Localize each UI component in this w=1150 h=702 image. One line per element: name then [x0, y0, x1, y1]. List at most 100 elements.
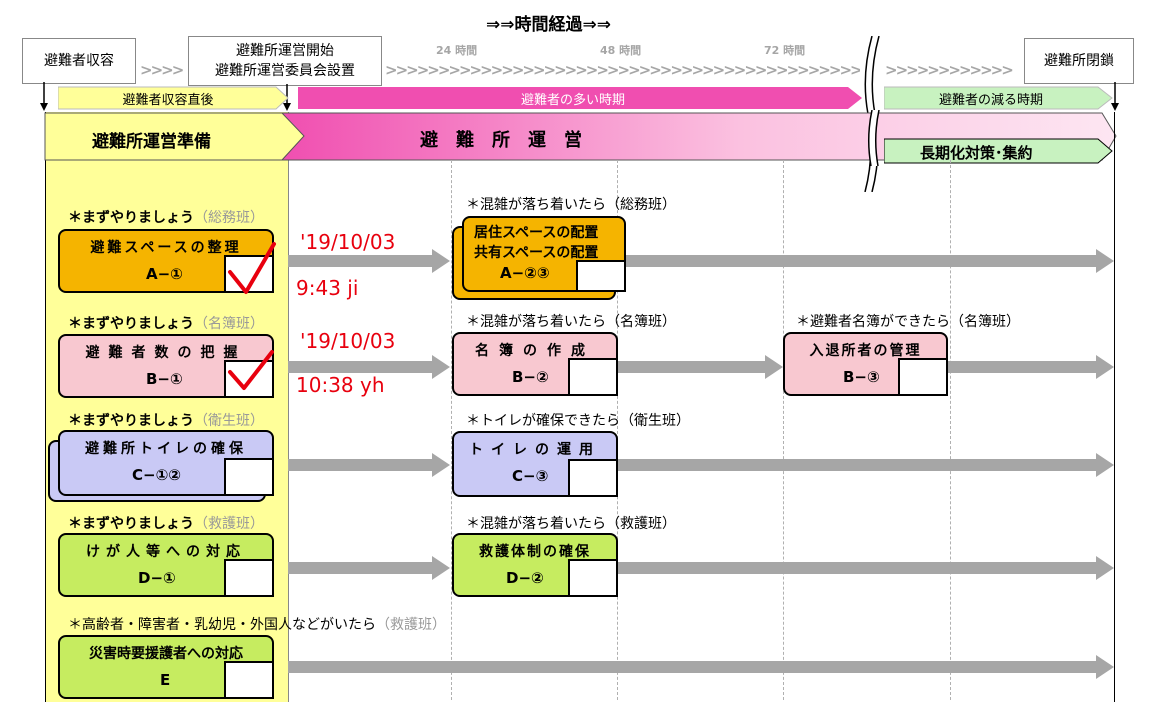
task-b2-title: 名簿の作成: [475, 343, 595, 359]
phase-many: 避難者の多い時期: [520, 92, 625, 108]
hint-b3-team: （名簿班）: [950, 314, 1020, 330]
task-card-c3[interactable]: トイレの運用 C−③: [452, 431, 618, 497]
hour-48: 48 時間: [600, 44, 642, 57]
hint-e: ＊高齢者・障害者・乳幼児・外国人などがいたら（救護班）: [68, 614, 446, 634]
band-break-gap: [868, 110, 880, 166]
hint-c12: ＊まずやりましょう（衛生班）: [68, 410, 264, 430]
hint-c3-team: （衛生班）: [620, 413, 690, 429]
phase-right-after: 避難者収容直後: [122, 92, 214, 108]
task-card-b2[interactable]: 名簿の作成 B−②: [452, 332, 618, 396]
chevron-strip-2: >>>>>>>>>>>>>>>>>>>>>>>>>>>>>>>>>>>>>>>>…: [385, 61, 860, 79]
chevron-strip-3: >>>>>>>>>>>>: [885, 61, 1014, 79]
hour-24: 24 時間: [436, 44, 478, 57]
grid-line-24h: [451, 160, 452, 700]
task-a23-title2: 共有スペースの配置: [474, 245, 599, 261]
task-b3-checkbox[interactable]: [898, 358, 948, 396]
hint-d2: ＊混雑が落ち着いたら（救護班）: [466, 513, 676, 533]
hint-c3-prefix: ＊トイレが確保できたら: [466, 413, 620, 429]
hint-d2-prefix: ＊混雑が落ち着いたら: [466, 516, 606, 532]
task-c12-checkbox[interactable]: [224, 458, 274, 496]
task-d1-title: けが人等への対応: [86, 544, 246, 560]
task-a1-title: 避難スペースの整理: [90, 240, 242, 256]
task-card-c12[interactable]: 避難所トイレの確保 C−①②: [58, 430, 274, 496]
task-c12-title: 避難所トイレの確保: [85, 441, 247, 457]
hint-c12-prefix: ＊まずやりましょう: [68, 413, 194, 429]
annotation-b-date: '19/10/03: [300, 329, 396, 353]
checkmark-b1: [228, 350, 274, 390]
task-b2-checkbox[interactable]: [568, 358, 618, 396]
task-d1-code: D−①: [138, 569, 176, 587]
task-b1-code: B−①: [146, 370, 183, 388]
hint-d2-team: （救護班）: [606, 516, 676, 532]
hint-b2-prefix: ＊混雑が落ち着いたら: [466, 314, 606, 330]
task-c3-title: トイレの運用: [469, 442, 601, 458]
milestone-closure: 避難所閉鎖: [1024, 38, 1134, 84]
hint-b1-team: （名簿班）: [194, 316, 264, 332]
task-a23-code: A−②③: [500, 264, 550, 282]
arrow-down-right: [1111, 82, 1119, 111]
hint-e-team: （救護班）: [376, 617, 446, 633]
task-c3-checkbox[interactable]: [568, 459, 618, 497]
task-b2-code: B−②: [512, 368, 549, 386]
hint-b1-prefix: ＊まずやりましょう: [68, 316, 194, 332]
hint-a1-prefix: ＊まずやりましょう: [68, 210, 194, 226]
task-e-title: 災害時要援護者への対応: [89, 646, 243, 662]
hint-a1: ＊まずやりましょう（総務班）: [68, 207, 264, 227]
hint-c12-team: （衛生班）: [194, 413, 264, 429]
task-card-a23[interactable]: 居住スペースの配置 共有スペースの配置 A−②③: [462, 216, 626, 292]
task-card-d2[interactable]: 救護体制の確保 D−②: [452, 533, 618, 597]
task-c3-code: C−③: [512, 467, 549, 485]
phase-bar-many: [298, 87, 862, 109]
hint-b2: ＊混雑が落ち着いたら（名簿班）: [466, 311, 676, 331]
prep-band-label: 避難所運営準備: [92, 132, 211, 152]
task-b3-title: 入退所者の管理: [809, 343, 922, 359]
longterm-band-label: 長期化対策･集約: [920, 144, 1033, 162]
grid-line-48h: [617, 160, 618, 700]
annotation-a-time: 9:43 ji: [296, 276, 359, 300]
prep-band: [44, 112, 305, 161]
operation-band-label: 避 難 所 運 営: [420, 130, 582, 151]
hint-b1: ＊まずやりましょう（名簿班）: [68, 313, 264, 333]
task-b1-checkbox[interactable]: [224, 360, 274, 398]
hint-a23-team: （総務班）: [606, 197, 676, 213]
milestone-intake: 避難者収容: [22, 38, 136, 84]
annotation-b-time: 10:38 yh: [296, 373, 385, 397]
hint-b2-team: （名簿班）: [606, 314, 676, 330]
hint-a23-prefix: ＊混雑が落ち着いたら: [466, 197, 606, 213]
prep-column: [45, 112, 289, 702]
hint-a1-team: （総務班）: [194, 210, 264, 226]
phase-bar-right-after: [58, 86, 289, 110]
task-d1-checkbox[interactable]: [224, 559, 274, 597]
milestone-start-line1: 避難所運営開始: [236, 43, 334, 59]
task-e-code: E: [160, 671, 171, 689]
arrow-down-mid: [283, 84, 291, 111]
hint-b3-prefix: ＊避難者名簿ができたら: [796, 314, 950, 330]
hint-d1: ＊まずやりましょう（救護班）: [68, 513, 264, 533]
phase-fewer: 避難者の減る時期: [938, 92, 1043, 108]
task-a23-checkbox[interactable]: [576, 260, 626, 292]
task-card-d1[interactable]: けが人等への対応 D−①: [58, 533, 274, 597]
task-card-e[interactable]: 災害時要援護者への対応 E: [58, 635, 274, 699]
hint-c3: ＊トイレが確保できたら（衛生班）: [466, 410, 690, 430]
hint-d1-team: （救護班）: [194, 516, 264, 532]
task-d2-code: D−②: [506, 569, 544, 587]
checkmark-a1: [228, 242, 276, 294]
milestone-operation-start: 避難所運営開始 避難所運営委員会設置: [188, 36, 382, 86]
task-c12-code: C−①②: [132, 466, 181, 484]
phase-bar-fewer: [884, 86, 1113, 110]
task-b3-code: B−③: [843, 368, 880, 386]
task-b1-title: 避難者数の把握: [85, 345, 247, 361]
task-card-b3[interactable]: 入退所者の管理 B−③: [783, 332, 948, 396]
hint-a23: ＊混雑が落ち着いたら（総務班）: [466, 194, 676, 214]
task-e-checkbox[interactable]: [224, 661, 274, 699]
task-card-b1[interactable]: 避難者数の把握 B−①: [58, 334, 274, 398]
closure-line: [1114, 112, 1115, 702]
annotation-a-date: '19/10/03: [300, 230, 396, 254]
grid-line-longterm: [950, 160, 951, 700]
milestone-start-line2: 避難所運営委員会設置: [215, 63, 355, 79]
task-d2-checkbox[interactable]: [568, 559, 618, 597]
hour-72: 72 時間: [764, 44, 806, 57]
task-a23-title1: 居住スペースの配置: [474, 225, 599, 241]
chevron-strip-1: >>>>: [140, 61, 184, 79]
